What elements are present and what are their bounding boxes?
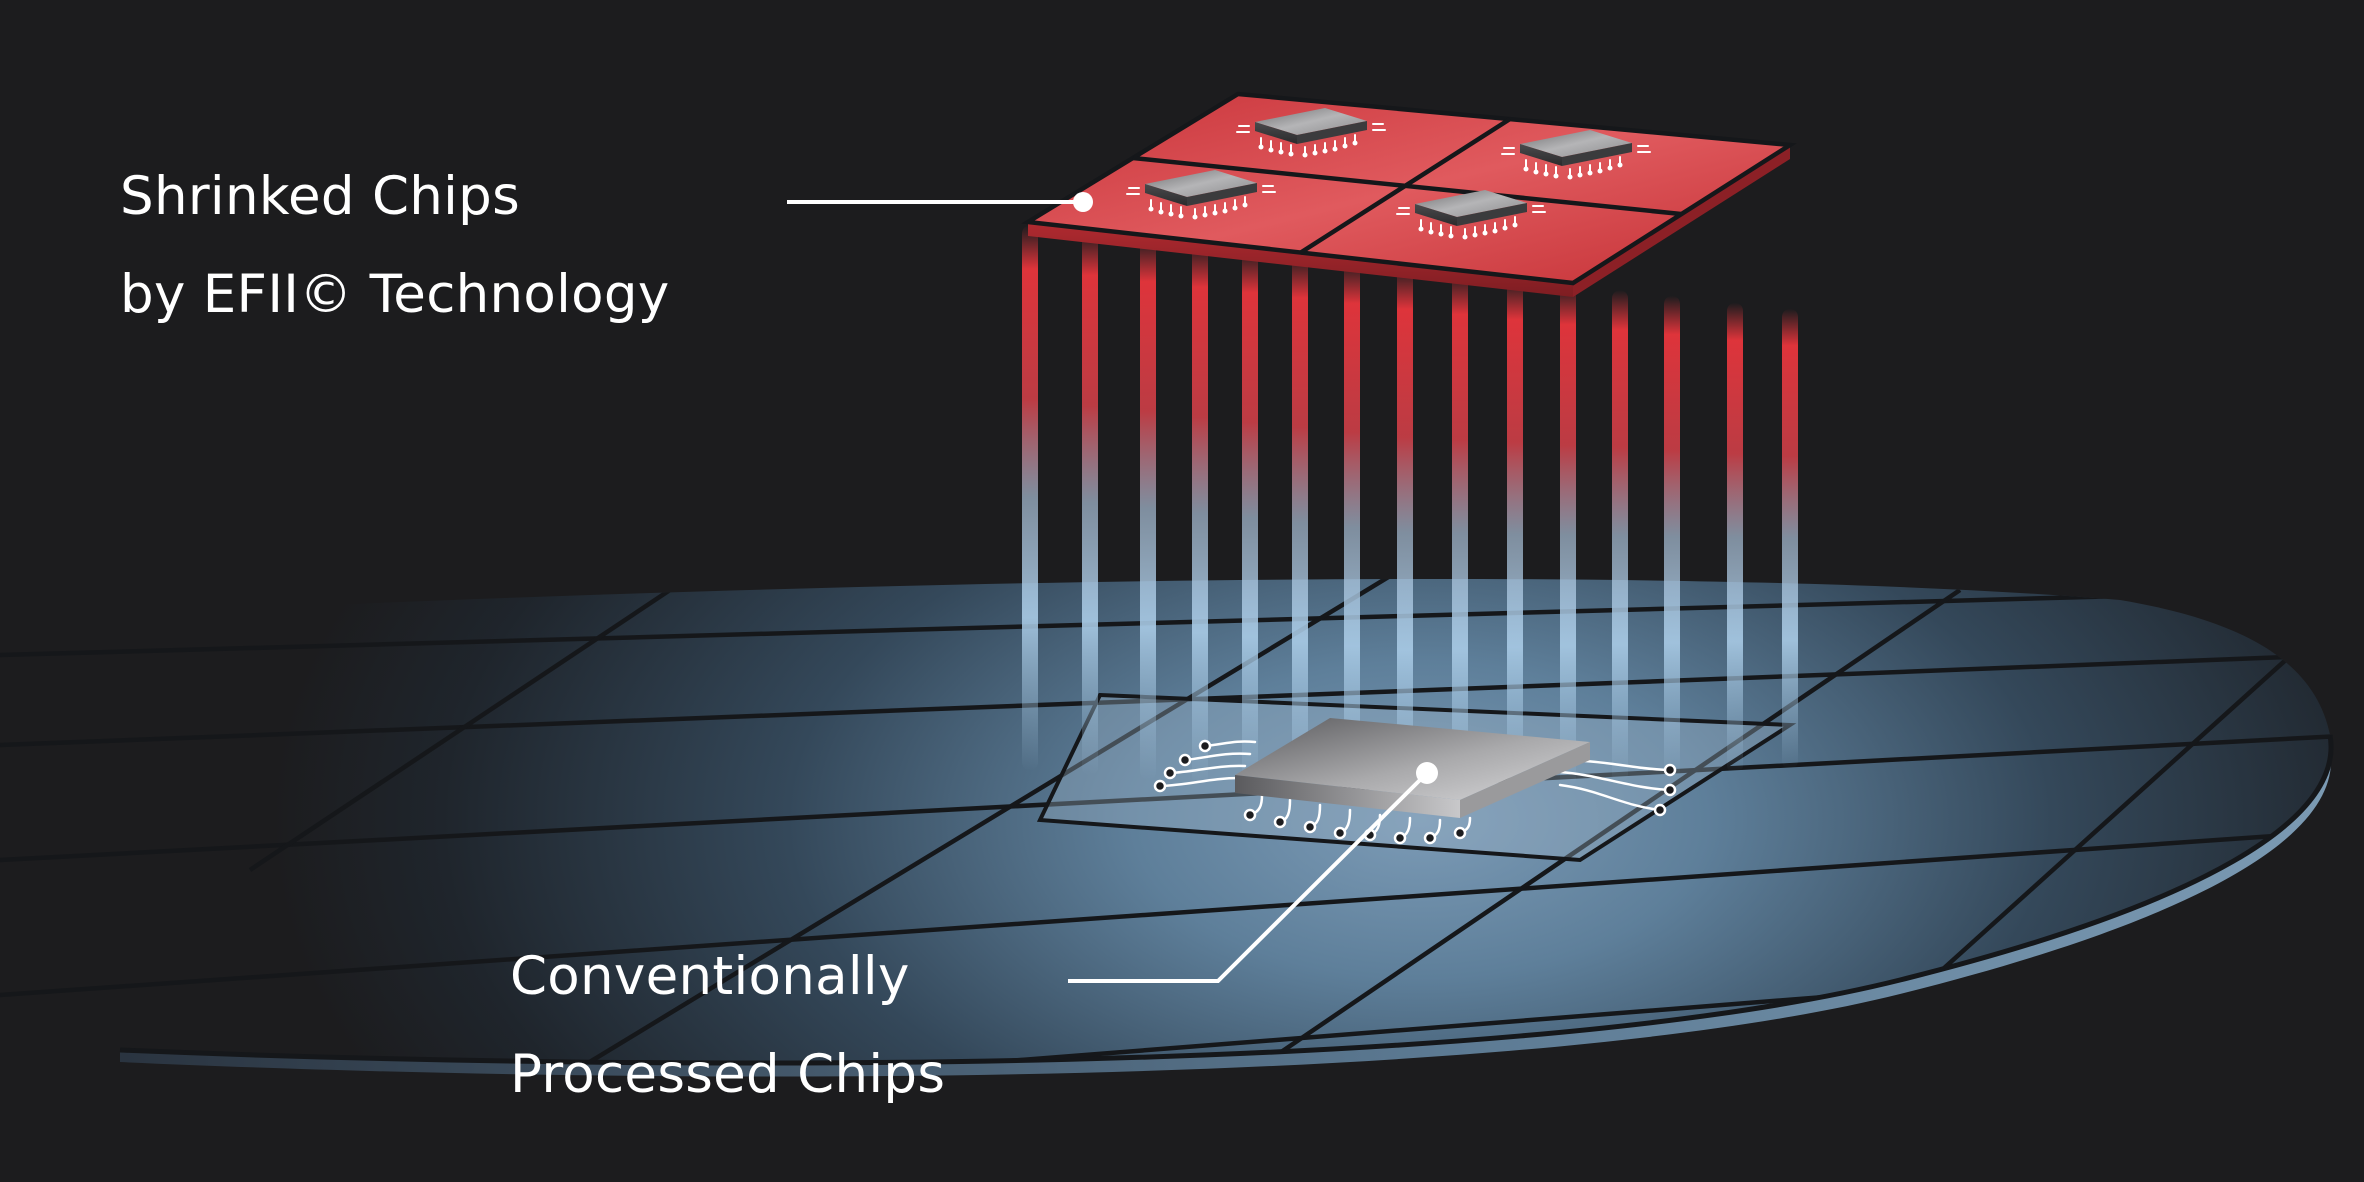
beam-11 [1560, 284, 1576, 787]
beam-9 [1452, 272, 1468, 796]
chip-top [1235, 718, 1590, 800]
leader-line-bottom [1068, 771, 1429, 983]
beam-6 [1292, 254, 1308, 793]
beam-8 [1397, 266, 1413, 800]
conventional-chip [1153, 718, 1677, 845]
leader-lines [787, 200, 1429, 983]
wafer-outline [119, 734, 2334, 1066]
beam-12 [1612, 290, 1628, 783]
label-conventional-line2: Processed Chips [510, 1044, 946, 1105]
beam-14 [1727, 302, 1743, 774]
beams [1022, 225, 1798, 800]
beam-4 [1192, 243, 1208, 785]
label-shrinked-line1: Shrinked Chips [120, 166, 521, 227]
beam-15 [1782, 308, 1798, 769]
beam-5 [1242, 249, 1258, 789]
beam-1 [1022, 225, 1038, 771]
beam-13 [1664, 295, 1680, 779]
label-conventional-chips: Conventionally Processed Chips [510, 928, 945, 1124]
label-shrinked-line2: by EFII© Technology [120, 264, 670, 325]
beam-2 [1082, 231, 1098, 776]
beam-10 [1507, 278, 1523, 791]
wafer-surface [0, 578, 2332, 1064]
beam-3 [1140, 238, 1156, 780]
leader-dot-top [1073, 192, 1093, 212]
wafer [0, 578, 2334, 1077]
label-conventional-line1: Conventionally [510, 946, 910, 1007]
beam-7 [1344, 260, 1360, 797]
label-shrinked-chips: Shrinked Chips by EFII© Technology [120, 148, 670, 344]
leader-dot-bottom [1416, 762, 1438, 784]
shrinked-chip-slab [1021, 91, 1797, 297]
